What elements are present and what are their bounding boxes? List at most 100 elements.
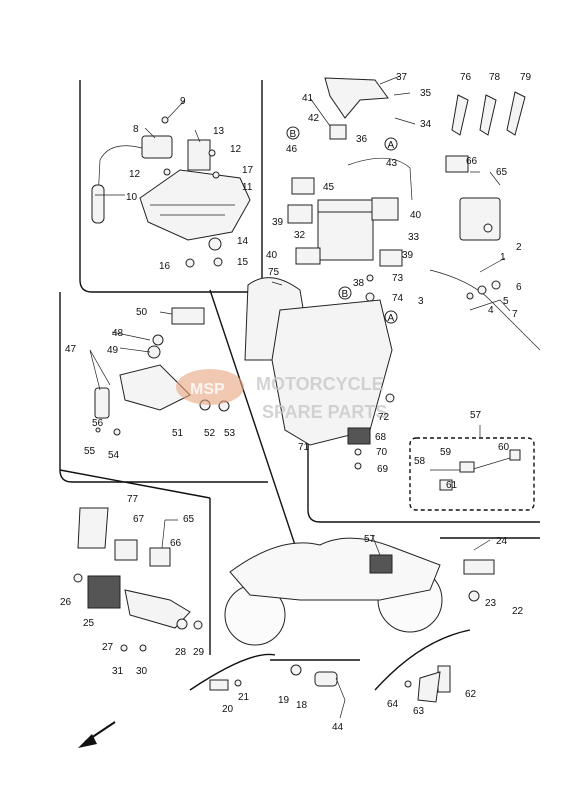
callout-leaders	[89, 75, 511, 556]
clip-79	[506, 91, 526, 136]
sensor-parts	[209, 559, 495, 719]
callout-12a: 12	[230, 144, 242, 155]
callout-14: 14	[237, 236, 249, 247]
callout-11: 11	[242, 182, 253, 193]
rectifier-50	[171, 307, 205, 325]
callout-60: 60	[498, 442, 510, 453]
lead-44	[335, 677, 346, 719]
frame-bottom-arc	[189, 629, 471, 691]
callout-65a: 65	[496, 167, 508, 178]
pad-40-left	[295, 247, 321, 265]
callout-7: 7	[512, 309, 518, 320]
callout-34: 34	[420, 119, 432, 130]
relay-67	[114, 539, 138, 561]
clip-78	[479, 94, 497, 136]
callout-12b: 12	[129, 169, 141, 180]
washer-70	[354, 448, 362, 456]
callout-15: 15	[237, 257, 249, 268]
callout-57a: 57	[470, 410, 482, 421]
callout-70: 70	[376, 447, 388, 458]
bolt-6	[491, 280, 501, 290]
relay-45	[291, 177, 315, 195]
callout-39b: 39	[402, 250, 414, 261]
callout-10: 10	[126, 192, 138, 203]
callout-52: 52	[204, 428, 216, 439]
callout-35: 35	[420, 88, 432, 99]
callout-24: 24	[496, 536, 508, 547]
callout-44: 44	[332, 722, 344, 733]
frame-diag-1	[209, 289, 301, 561]
oring-23	[468, 590, 480, 602]
callout-6: 6	[516, 282, 522, 293]
stand-switch-assembly	[119, 364, 191, 411]
switch-18	[314, 671, 338, 687]
callout-74: 74	[392, 293, 404, 304]
atv-body	[229, 537, 441, 601]
pad-40-right	[371, 197, 399, 221]
bolt-64	[404, 680, 412, 688]
callout-68: 68	[375, 432, 387, 443]
ref-b-top: B	[290, 129, 297, 140]
callout-54: 54	[108, 450, 120, 461]
callout-58: 58	[414, 456, 426, 467]
callout-61: 61	[446, 480, 458, 491]
washer-30	[139, 644, 147, 652]
callout-76: 76	[460, 72, 472, 83]
callout-53: 53	[224, 428, 236, 439]
screw-55	[95, 427, 101, 433]
callout-51: 51	[172, 428, 184, 439]
ref-b-mid: B	[342, 289, 349, 300]
relay-wire	[97, 145, 143, 201]
callout-79: 79	[520, 72, 532, 83]
callout-43: 43	[386, 158, 398, 169]
clip-76	[451, 94, 469, 136]
ecu-bracket-assembly	[91, 116, 251, 268]
grommet-14	[208, 237, 222, 251]
fuse-block-68	[347, 427, 371, 445]
callout-28: 28	[175, 647, 187, 658]
callout-31: 31	[112, 666, 124, 677]
relay-66b	[149, 547, 171, 567]
frame-right-panel	[307, 440, 540, 523]
switch-panel	[94, 307, 230, 436]
callout-1: 1	[500, 252, 506, 263]
callout-29: 29	[193, 647, 205, 658]
callout-72: 72	[378, 412, 390, 423]
relay-66	[445, 155, 469, 173]
screw-12b	[208, 149, 216, 157]
callout-33: 33	[408, 232, 420, 243]
callout-21: 21	[238, 692, 250, 703]
callout-37: 37	[396, 72, 408, 83]
watermark-line1: MOTORCYCLE	[256, 374, 384, 394]
bolt-69	[354, 462, 362, 470]
regulator-25	[87, 575, 121, 609]
callout-2: 2	[516, 242, 522, 253]
callout-32: 32	[294, 230, 306, 241]
callout-18: 18	[296, 700, 308, 711]
callout-63: 63	[413, 706, 425, 717]
callout-71: 71	[298, 442, 310, 453]
fuse-holder	[91, 184, 105, 224]
callout-20: 20	[222, 704, 234, 715]
harness-detail	[409, 437, 535, 511]
callout-42: 42	[308, 113, 320, 124]
callout-49: 49	[107, 345, 119, 356]
collar-48	[152, 334, 164, 346]
screw-12a	[163, 168, 171, 176]
cdi-assembly	[429, 91, 541, 351]
switch-47	[94, 387, 110, 419]
callout-65b: 65	[183, 514, 195, 525]
callout-57b: 57	[364, 534, 376, 545]
battery-box-assembly	[244, 274, 395, 470]
oring-21	[234, 679, 242, 687]
callout-46: 46	[286, 144, 298, 155]
nut-72	[385, 393, 395, 403]
connector-61	[439, 479, 453, 491]
callout-13: 13	[213, 126, 225, 137]
callout-5: 5	[503, 296, 509, 307]
callout-40b: 40	[410, 210, 422, 221]
connector-59	[459, 461, 475, 473]
callout-17: 17	[242, 165, 254, 176]
bolt-31	[120, 644, 128, 652]
watermark-badge-text: MSP	[190, 381, 225, 398]
